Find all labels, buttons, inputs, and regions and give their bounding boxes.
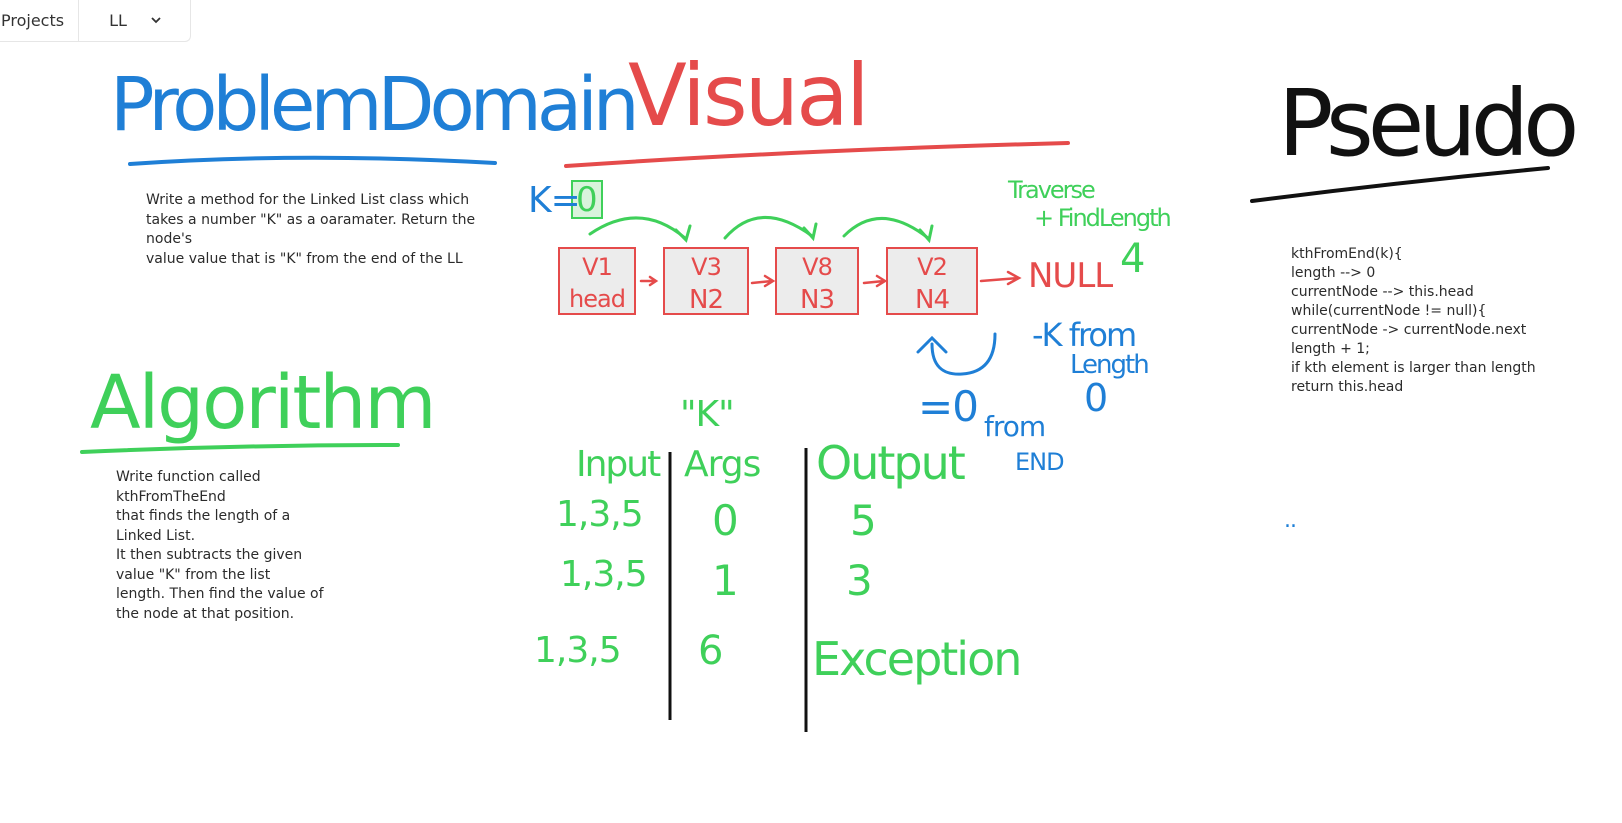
visual-heading: Visual [628, 46, 870, 146]
from-label: from [984, 410, 1046, 443]
list-node-2: V3 N2 [663, 247, 749, 315]
problem-domain-text: Write a method for the Linked List class… [146, 192, 476, 267]
board-selector[interactable]: LL [79, 11, 163, 30]
length-value: 4 [1120, 236, 1145, 282]
traverse-arc-1 [588, 216, 687, 240]
k-value-box [571, 180, 603, 219]
traverse-label: Traverse [1008, 176, 1096, 204]
from-length-label: Length [1070, 350, 1150, 380]
algorithm-underline [80, 443, 400, 454]
row3-output: Exception [812, 632, 1022, 686]
chevron-down-icon [151, 17, 161, 24]
pseudo-heading: Pseudo [1278, 70, 1579, 177]
row1-input: 1,3,5 [556, 494, 644, 535]
row1-args: 0 [712, 496, 739, 545]
minus-k-label: -K from [1032, 316, 1137, 354]
pseudo-underline [1250, 166, 1550, 203]
algorithm-text: Write function called kthFromTheEnd that… [116, 469, 324, 622]
node-name: N2 [689, 285, 724, 315]
board-name: LL [109, 10, 127, 30]
k-value: 0 [576, 180, 598, 220]
visual-underline [564, 141, 1070, 168]
k-label: K= [528, 180, 581, 221]
node-arrow-1 [639, 275, 659, 287]
row2-args: 1 [712, 556, 739, 605]
list-node-4: V2 N4 [886, 247, 978, 315]
node-name: head [569, 285, 626, 313]
return-arrow [930, 332, 997, 376]
algorithm-heading: Algorithm [90, 360, 436, 446]
problem-domain-underline [128, 155, 497, 166]
node-arrow-2 [750, 274, 776, 288]
node-arrow-3 [862, 274, 888, 288]
row2-output: 3 [846, 556, 873, 605]
row3-input: 1,3,5 [534, 630, 622, 671]
list-node-3: V8 N3 [775, 247, 859, 315]
header-output: Output [816, 436, 966, 490]
null-label: NULL [1028, 256, 1113, 296]
traverse-arc-2 [723, 216, 814, 240]
problem-domain-heading: ProblemDomain [110, 62, 640, 148]
find-length-label: + FindLength [1034, 204, 1172, 232]
node-name: N3 [800, 285, 835, 315]
node-name: N4 [915, 285, 950, 315]
row2-input: 1,3,5 [560, 554, 648, 595]
top-toolbar: Projects LL [0, 0, 191, 42]
end-label: END [1015, 448, 1065, 476]
node-value: V8 [802, 253, 833, 281]
node-value: V3 [691, 253, 722, 281]
header-input: Input [576, 444, 661, 485]
node-value: V2 [917, 253, 948, 281]
minus-k-value: 0 [1084, 376, 1108, 420]
k-quote-label: "K" [680, 394, 735, 435]
header-args: Args [684, 444, 761, 485]
list-node-1: V1 head [558, 247, 636, 315]
node-value: V1 [582, 253, 613, 281]
dots-mark: .. [1284, 508, 1297, 533]
null-arrow [979, 270, 1022, 286]
equals-zero-label: =0 [918, 382, 979, 431]
pseudo-code-text: kthFromEnd(k){ length --> 0 currentNode … [1291, 246, 1536, 395]
traverse-arc-3 [842, 217, 930, 240]
row3-args: 6 [698, 628, 723, 674]
row1-output: 5 [850, 496, 877, 545]
projects-button[interactable]: Projects [0, 0, 80, 41]
